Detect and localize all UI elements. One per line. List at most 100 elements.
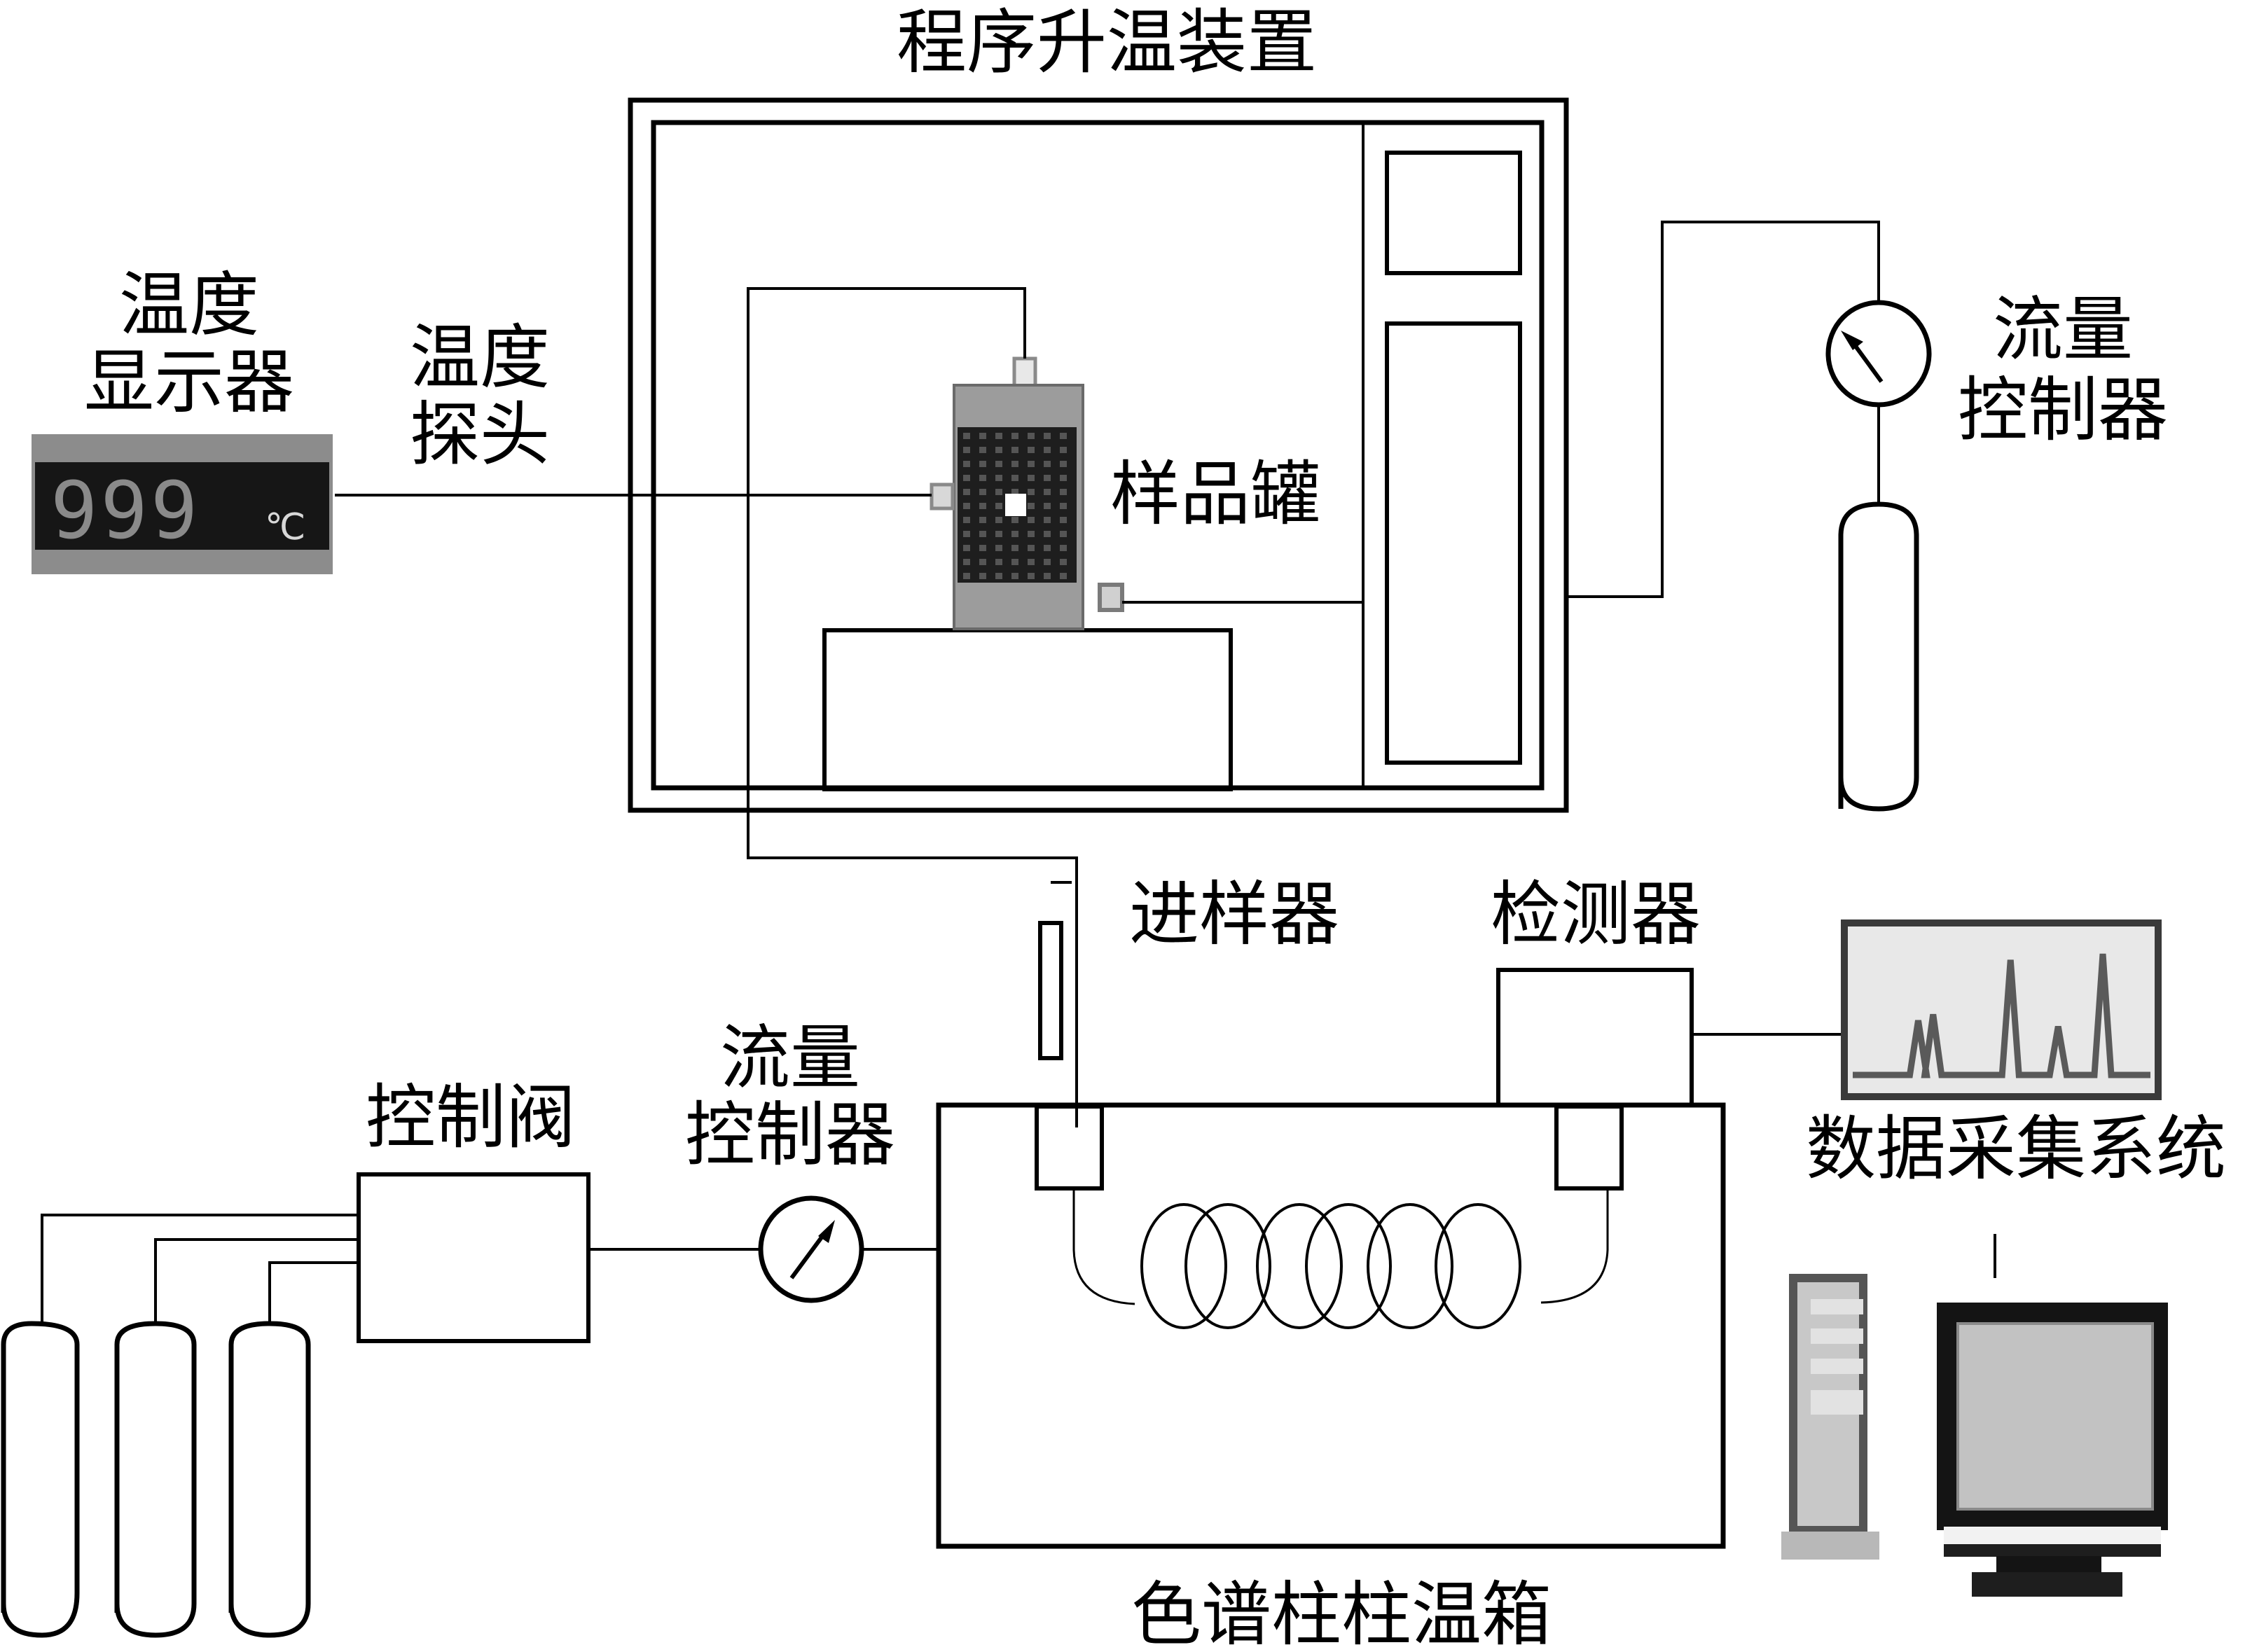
- furnace-to-flow-controller-line: [1566, 221, 1880, 598]
- mesh-hole: [1044, 461, 1051, 467]
- temperature-display: 999 ℃: [32, 434, 333, 574]
- column-oven-label: 色谱柱柱温箱: [1131, 1574, 1552, 1652]
- mesh-hole: [1044, 433, 1051, 439]
- detector-box: [1496, 968, 1694, 1107]
- mesh-hole: [1060, 517, 1067, 523]
- mesh-hole: [979, 517, 986, 523]
- vessel-mesh-pattern: [963, 433, 1067, 579]
- computer-monitor-icon: [1937, 1303, 2168, 1597]
- vessel-left-port: [930, 483, 955, 511]
- mesh-hole: [979, 531, 986, 537]
- furnace-outer-wall: [628, 97, 1569, 813]
- vessel-center-window: [1005, 494, 1026, 516]
- mesh-hole: [979, 447, 986, 453]
- mesh-hole: [1028, 433, 1035, 439]
- injector-label: 进样器: [1129, 873, 1339, 955]
- mesh-hole: [995, 573, 1002, 579]
- mesh-hole: [1011, 489, 1018, 495]
- display-unit: ℃: [265, 506, 305, 548]
- mesh-hole: [1011, 545, 1018, 551]
- mesh-hole: [995, 503, 1002, 509]
- mesh-hole: [963, 447, 970, 453]
- vessel-top-port: [1012, 356, 1037, 390]
- mesh-hole: [1060, 433, 1067, 439]
- mesh-hole: [1044, 531, 1051, 537]
- column-inlet-tube: [1072, 1188, 1135, 1305]
- control-valve-label: 控制阀: [366, 1076, 576, 1158]
- cylinder-2-line: [154, 1238, 359, 1324]
- mesh-hole: [1028, 531, 1035, 537]
- furnace-inner-wall: [651, 120, 1545, 791]
- detector-label: 检测器: [1491, 873, 1701, 955]
- sample-platform: [822, 628, 1233, 791]
- mesh-hole: [1011, 531, 1018, 537]
- flow-controller-bottom: [758, 1195, 864, 1303]
- gas-cylinder-3: [228, 1321, 311, 1638]
- gauge-arrow-top: [1841, 331, 1863, 350]
- mesh-hole: [979, 489, 986, 495]
- mesh-hole: [963, 559, 970, 565]
- mesh-hole: [995, 489, 1002, 495]
- cylinder-1-line: [41, 1214, 359, 1324]
- coil-loop: [1256, 1203, 1343, 1329]
- mesh-hole: [1028, 461, 1035, 467]
- temp-display-label-line1: 温度: [119, 264, 259, 346]
- mesh-hole: [963, 573, 970, 579]
- mesh-hole: [963, 461, 970, 467]
- injector-body: [1038, 921, 1063, 1060]
- cylinder-3-line: [268, 1261, 359, 1324]
- mesh-hole: [1011, 517, 1018, 523]
- chromatogram-monitor: [1841, 919, 2162, 1100]
- coil-loop: [1140, 1203, 1227, 1329]
- mesh-hole: [1028, 489, 1035, 495]
- display-screen: [35, 462, 329, 550]
- vessel-right-port: [1098, 583, 1124, 612]
- mesh-hole: [995, 433, 1002, 439]
- temperature-program-device: [628, 97, 1569, 813]
- oven-box: [936, 1102, 1726, 1549]
- mesh-hole: [1044, 545, 1051, 551]
- coil-loop: [1367, 1203, 1453, 1329]
- gas-cylinder-1: [1, 1321, 80, 1638]
- mesh-hole: [1011, 573, 1018, 579]
- flow-controller-top-label-line1: 流量: [1993, 289, 2133, 370]
- coil-loop: [1184, 1203, 1271, 1329]
- sample-vessel: [930, 356, 1124, 630]
- gas-cylinder-top: [1838, 501, 1919, 812]
- temp-probe-label-line2: 探头: [410, 394, 550, 476]
- gauge-needle-bottom: [789, 1231, 827, 1279]
- sample-vessel-label: 样品罐: [1110, 453, 1320, 535]
- mesh-hole: [1060, 559, 1067, 565]
- mesh-hole: [979, 433, 986, 439]
- mesh-hole: [963, 531, 970, 537]
- column-outlet-tube: [1540, 1188, 1609, 1304]
- mesh-hole: [979, 573, 986, 579]
- mesh-hole: [995, 559, 1002, 565]
- mesh-hole: [963, 475, 970, 481]
- heater-control-panel: [1385, 151, 1522, 275]
- mesh-hole: [1060, 461, 1067, 467]
- mesh-hole: [1060, 503, 1067, 509]
- mesh-hole: [1060, 447, 1067, 453]
- coil-loop: [1305, 1203, 1392, 1329]
- mesh-hole: [963, 503, 970, 509]
- coil-loop: [1435, 1203, 1521, 1329]
- mesh-hole: [995, 531, 1002, 537]
- mesh-hole: [1044, 517, 1051, 523]
- mesh-hole: [1044, 447, 1051, 453]
- carrier-gas-cylinders: [1, 1321, 311, 1638]
- oven-outlet-block: [1554, 1104, 1624, 1191]
- mesh-hole: [995, 461, 1002, 467]
- chromatography-column-coil: [1140, 1203, 1521, 1329]
- mesh-hole: [1060, 489, 1067, 495]
- mesh-hole: [1011, 433, 1018, 439]
- mesh-hole: [1028, 517, 1035, 523]
- flow-gauge-top: [1825, 300, 1932, 408]
- heater-element: [1385, 321, 1522, 765]
- mesh-hole: [1011, 461, 1018, 467]
- title: 程序升温装置: [897, 1, 1317, 83]
- oven-inlet-block: [1035, 1104, 1104, 1191]
- column-oven: [936, 1102, 1726, 1549]
- mesh-hole: [1028, 545, 1035, 551]
